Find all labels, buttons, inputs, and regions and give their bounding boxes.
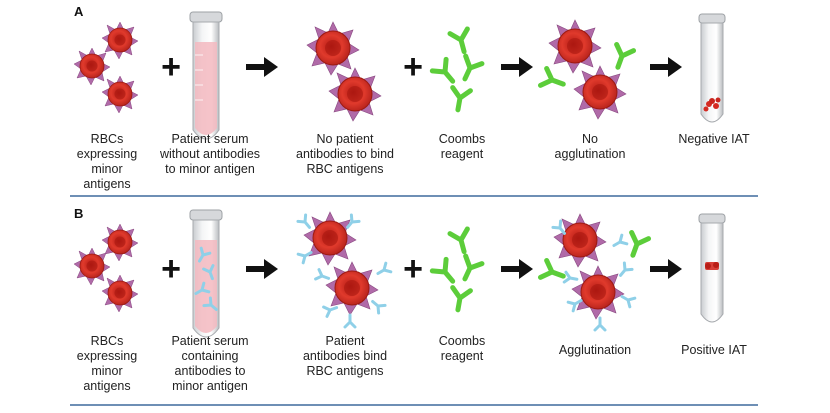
- rbc-cell-icon: [101, 75, 139, 114]
- caption-serum-a: Patient serum without antibodies to mino…: [159, 132, 261, 176]
- caption-binding-b: Patient antibodies bind RBC antigens: [302, 334, 388, 378]
- rbc-group-b: [73, 223, 139, 313]
- rbc-group-a: [73, 21, 139, 114]
- rbc-cell-icon: [571, 265, 625, 320]
- rbc-cell-icon: [73, 47, 111, 86]
- caption-outcome-a: No agglutination: [554, 132, 626, 161]
- arrow-right-icon: [501, 259, 533, 279]
- rbc-cell-icon: [101, 274, 139, 313]
- result-tube-a-icon: [698, 13, 726, 123]
- caption-result-b: Positive IAT: [681, 343, 747, 357]
- rbc-cell-icon: [548, 19, 602, 74]
- caption-binding-a: No patient antibodies to bind RBC antige…: [296, 132, 394, 176]
- panel-divider-bottom: [70, 404, 758, 406]
- rbc-cell-icon: [101, 223, 139, 262]
- panel-divider: [70, 195, 758, 197]
- arrow-right-icon: [246, 57, 278, 77]
- caption-outcome-b: Agglutination: [558, 343, 632, 357]
- caption-reagent-b: Coombs reagent: [438, 334, 486, 363]
- rbc-cell-icon: [101, 21, 139, 60]
- agglutination-b: [540, 213, 648, 332]
- no-agglutination-a: [540, 19, 633, 120]
- arrow-right-icon: [246, 259, 278, 279]
- panel-letter-b: B: [74, 206, 84, 221]
- rbc-cell-icon: [73, 247, 111, 286]
- coombs-reagent-b: [432, 229, 482, 311]
- rbc-cell-icon: [303, 211, 357, 266]
- serum-tube-a-icon: [189, 11, 223, 140]
- caption-result-a: Negative IAT: [678, 132, 750, 146]
- caption-reagent-a: Coombs reagent: [438, 132, 486, 161]
- rbc-cell-icon: [328, 67, 382, 122]
- arrow-icons: [246, 57, 682, 279]
- arrow-right-icon: [650, 259, 682, 279]
- result-tube-b-icon: [698, 213, 726, 323]
- rbc-group-a-unbound: [306, 21, 382, 122]
- arrow-right-icon: [650, 57, 682, 77]
- caption-rbc-b: RBCs expressing minor antigens: [76, 334, 138, 393]
- plus-icon: +: [161, 48, 181, 86]
- panel-letter-a: A: [74, 4, 84, 19]
- rbc-cell-icon: [573, 65, 627, 120]
- serum-tube-b-icon: [189, 209, 223, 338]
- coombs-reagent-a: [432, 29, 482, 111]
- caption-serum-b: Patient serum containing antibodies to m…: [171, 334, 249, 393]
- plus-icon: +: [403, 250, 423, 288]
- plus-icon: +: [403, 48, 423, 86]
- arrow-right-icon: [501, 57, 533, 77]
- plus-icon: +: [161, 250, 181, 288]
- caption-rbc-a: RBCs expressing minor antigens: [76, 132, 138, 191]
- rbc-cell-icon: [306, 21, 360, 76]
- rbc-bound-group-b: [296, 211, 393, 329]
